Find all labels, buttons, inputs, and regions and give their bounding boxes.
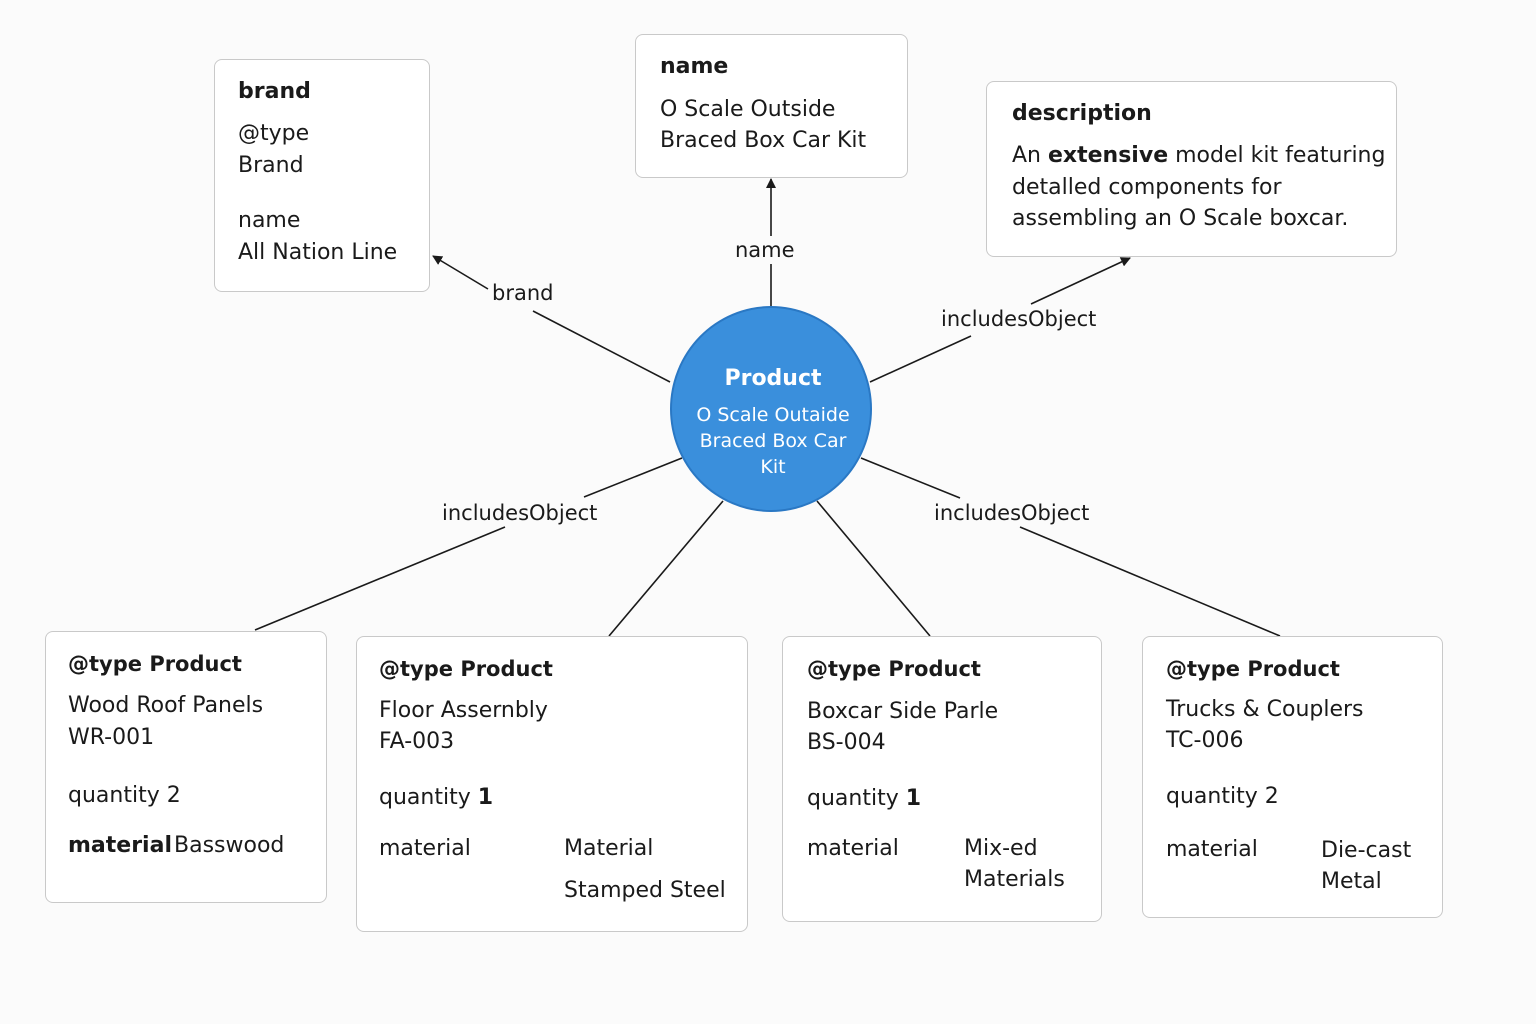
part-4-material-line-2: Metal bbox=[1321, 869, 1382, 894]
part-4-material-label: material bbox=[1166, 837, 1258, 862]
hub-subtitle-line-2: Braced Box Car bbox=[699, 430, 847, 452]
part-3-code: BS-004 bbox=[807, 730, 886, 755]
brand-type-value: Brand bbox=[238, 153, 304, 178]
edge-part-4-lower bbox=[1019, 526, 1281, 637]
brand-name-value: All Nation Line bbox=[238, 240, 398, 265]
brand-node: brand @type Brand name All Nation Line bbox=[214, 59, 430, 292]
part-4-quantity-label: quantity bbox=[1166, 784, 1258, 809]
part-3-type: @type Product bbox=[807, 657, 981, 681]
edge-description bbox=[869, 335, 972, 383]
description-line-3: assembling an O Scale boxcar. bbox=[1012, 206, 1349, 231]
part-node-floor-assembly: @type Product Floor Assernbly FA-003 qua… bbox=[356, 636, 748, 932]
part-2-type: @type Product bbox=[379, 657, 553, 681]
part-3-quantity-row: quantity 1 bbox=[807, 783, 921, 814]
part-4-type: @type Product bbox=[1166, 657, 1340, 681]
part-1-quantity-row: quantity 2 bbox=[68, 780, 181, 811]
part-node-boxcar-side-panel: @type Product Boxcar Side Parle BS-004 q… bbox=[782, 636, 1102, 922]
edge-label-includes-bottom-right: includesObject bbox=[934, 501, 1090, 525]
description-line-2: detalled components for bbox=[1012, 175, 1282, 200]
part-2-quantity-value: 1 bbox=[477, 785, 494, 810]
name-node-line-2: Braced Box Car Kit bbox=[660, 128, 867, 153]
description-line-1-bold: extensive bbox=[1048, 143, 1169, 168]
part-2-material-label: material bbox=[379, 836, 471, 861]
name-node: name O Scale Outside Braced Box Car Kit bbox=[635, 34, 908, 178]
part-1-material-line-1: Basswood bbox=[174, 833, 285, 858]
product-hub-node: Product O Scale Outaide Braced Box Car K… bbox=[670, 306, 872, 512]
part-3-material-line-1: Mix-ed bbox=[964, 836, 1038, 861]
description-node: description An extensive model kit featu… bbox=[986, 81, 1397, 257]
part-node-trucks-couplers: @type Product Trucks & Couplers TC-006 q… bbox=[1142, 636, 1443, 918]
part-1-material-label: material bbox=[68, 833, 172, 858]
part-3-quantity-label: quantity bbox=[807, 786, 899, 811]
hub-subtitle-line-3: Kit bbox=[760, 456, 786, 478]
name-node-heading: name bbox=[660, 54, 729, 79]
part-2-material-line-2: Stamped Steel bbox=[564, 878, 726, 903]
part-3-material-label: material bbox=[807, 836, 899, 861]
part-1-quantity-label: quantity bbox=[68, 783, 160, 808]
part-2-quantity-label: quantity bbox=[379, 785, 471, 810]
part-3-name: Boxcar Side Parle bbox=[807, 699, 999, 724]
edge-label-brand: brand bbox=[492, 281, 554, 305]
part-1-name: Wood Roof Panels bbox=[68, 693, 264, 718]
edge-brand-arrow bbox=[432, 255, 489, 290]
part-2-quantity-row: quantity 1 bbox=[379, 782, 493, 813]
description-line-1: An extensive model kit featuring bbox=[1012, 140, 1385, 171]
description-line-1-pre: An bbox=[1012, 143, 1048, 168]
part-2-name: Floor Assernbly bbox=[379, 698, 548, 723]
edge-part-4-upper bbox=[860, 457, 961, 499]
edge-part-1-upper bbox=[583, 457, 683, 498]
part-4-code: TC-006 bbox=[1166, 728, 1244, 753]
edge-part-3 bbox=[816, 500, 931, 637]
hub-subtitle-line-1: O Scale Outaide bbox=[696, 404, 850, 426]
part-4-name: Trucks & Couplers bbox=[1166, 697, 1364, 722]
brand-name-key: name bbox=[238, 208, 301, 233]
part-3-quantity-value: 1 bbox=[905, 786, 922, 811]
part-4-quantity-row: quantity 2 bbox=[1166, 781, 1279, 812]
edge-label-includes-top-right: includesObject bbox=[941, 307, 1097, 331]
part-2-code: FA-003 bbox=[379, 729, 455, 754]
part-1-quantity-value: 2 bbox=[166, 783, 181, 808]
brand-type-key: @type bbox=[238, 121, 310, 146]
part-3-material-line-2: Materials bbox=[964, 867, 1065, 892]
part-1-type: @type Product bbox=[68, 652, 242, 676]
part-1-code: WR-001 bbox=[68, 725, 155, 750]
edge-label-includes-bottom-left: includesObject bbox=[442, 501, 598, 525]
edge-label-name: name bbox=[735, 238, 795, 262]
part-4-material-line-1: Die-cast bbox=[1321, 838, 1412, 863]
part-node-wood-roof-panels: @type Product Wood Roof Panels WR-001 qu… bbox=[45, 631, 327, 903]
brand-node-heading: brand bbox=[238, 79, 311, 104]
edge-brand bbox=[532, 310, 671, 383]
edge-part-1-lower bbox=[254, 526, 506, 631]
part-2-material-line-1: Material bbox=[564, 836, 654, 861]
part-4-quantity-value: 2 bbox=[1264, 784, 1279, 809]
description-node-heading: description bbox=[1012, 101, 1152, 126]
description-line-1-post: model kit featuring bbox=[1168, 143, 1386, 168]
hub-title: Product bbox=[724, 366, 822, 391]
name-node-line-1: O Scale Outside bbox=[660, 97, 836, 122]
edge-description-arrow bbox=[1030, 257, 1131, 305]
edge-part-2 bbox=[608, 500, 724, 637]
